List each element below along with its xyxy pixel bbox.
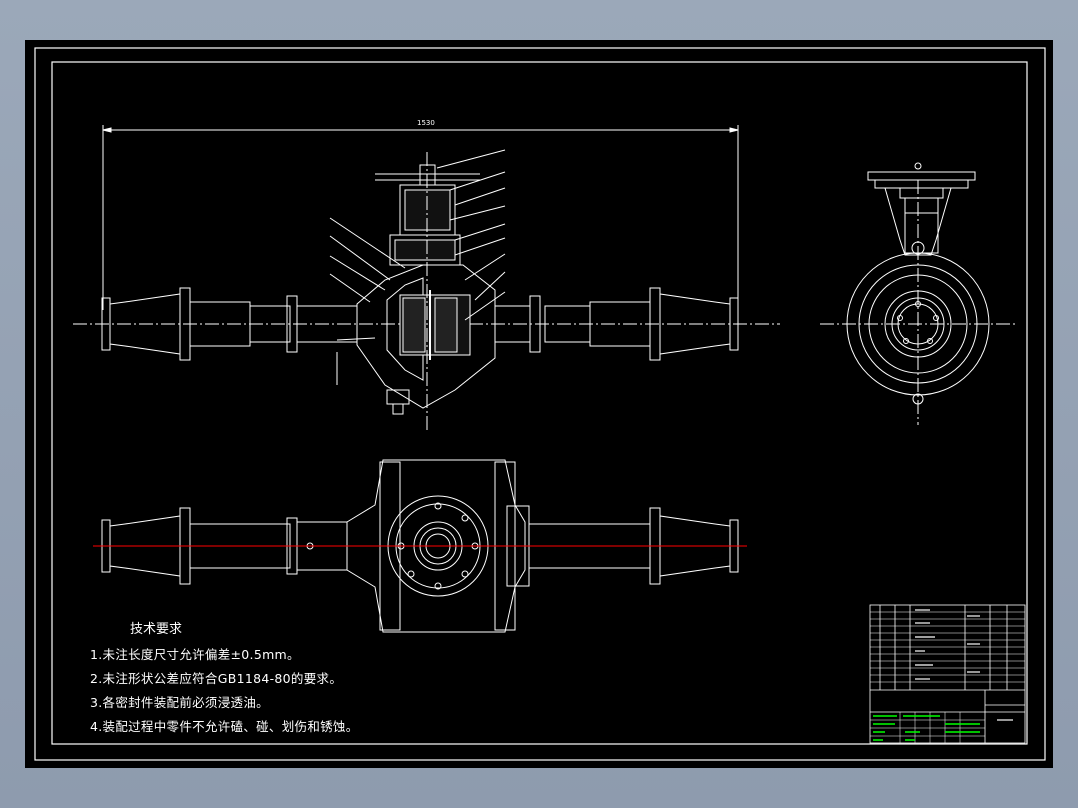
drawing-sheet: 1530 — [25, 40, 1053, 768]
note-item: 4.装配过程中零件不允许磕、碰、划伤和锈蚀。 — [90, 719, 359, 734]
inner-border — [51, 61, 1028, 745]
notes-title: 技术要求 — [130, 622, 183, 637]
top-view — [93, 459, 747, 633]
title-block — [869, 604, 1026, 744]
overall-dimension-label: 1530 — [417, 119, 435, 127]
note-item: 1.未注长度尺寸允许偏差±0.5mm。 — [90, 647, 300, 662]
note-item: 2.未注形状公差应符合GB1184-80的要求。 — [90, 671, 343, 686]
note-item: 3.各密封件装配前必须浸透油。 — [90, 695, 269, 710]
outer-border — [34, 47, 1046, 761]
cad-drawing: 1530 — [34, 47, 1046, 761]
side-view — [820, 162, 1015, 425]
front-view: 1530 — [73, 119, 780, 430]
